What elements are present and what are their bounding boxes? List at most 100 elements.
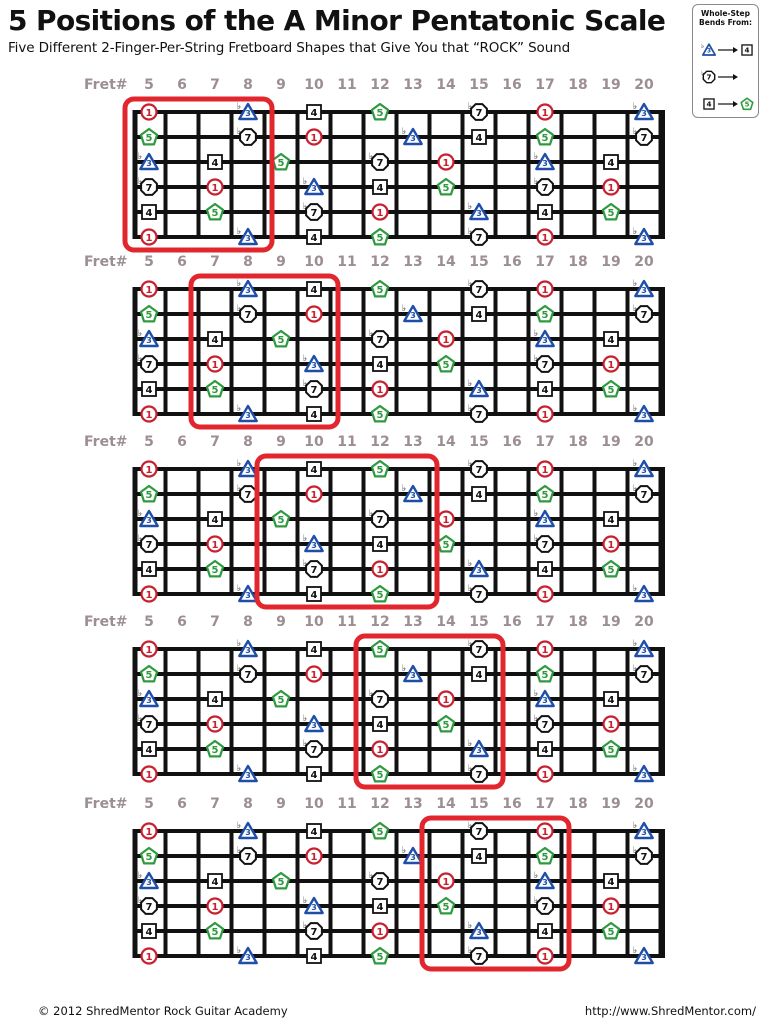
fifth-note-icon: 5 (271, 329, 291, 348)
fourth-note-icon: 4 (207, 873, 223, 889)
svg-text:3: 3 (410, 311, 416, 320)
svg-text:1: 1 (311, 852, 318, 863)
root-note-icon: 1 (206, 355, 224, 373)
root-note-icon: 1 (536, 228, 554, 246)
svg-text:3: 3 (641, 109, 647, 118)
svg-text:1: 1 (146, 770, 153, 781)
svg-text:♭: ♭ (534, 534, 538, 544)
svg-text:♭: ♭ (633, 459, 637, 469)
svg-text:♭: ♭ (633, 484, 637, 494)
svg-text:♭: ♭ (237, 459, 241, 469)
fret-number-label: 15 (469, 614, 489, 630)
fret-number-label: 18 (568, 434, 588, 450)
svg-text:♭: ♭ (633, 639, 637, 649)
svg-text:1: 1 (212, 540, 219, 551)
svg-text:4: 4 (706, 100, 711, 109)
fret-number-label: 12 (370, 434, 390, 450)
svg-text:4: 4 (476, 670, 483, 681)
svg-text:♭: ♭ (237, 764, 241, 774)
svg-text:4: 4 (311, 590, 318, 601)
fret-number-label: 14 (436, 614, 456, 630)
fifth-note-icon: 5 (370, 459, 390, 478)
minor-seventh-note-icon: 7♭ (468, 821, 488, 840)
fourth-note-icon: 4 (306, 766, 322, 782)
fifth-note-icon: 5 (271, 152, 291, 171)
fourth-note-icon: 4 (306, 586, 322, 602)
svg-text:3: 3 (476, 746, 482, 755)
arrow-head-icon (733, 74, 738, 80)
svg-text:7: 7 (542, 720, 549, 731)
svg-text:1: 1 (146, 590, 153, 601)
position-highlight-box (188, 273, 341, 430)
svg-text:4: 4 (542, 745, 549, 756)
fifth-note-icon: 5 (139, 484, 159, 503)
svg-text:♭: ♭ (633, 946, 637, 956)
minor-third-note-icon: 3♭ (633, 764, 654, 783)
fourth-note-icon: 4 (306, 104, 322, 120)
svg-text:3: 3 (542, 516, 548, 525)
fourth-note-icon: 4 (372, 898, 388, 914)
fret-number-label: 18 (568, 77, 588, 93)
svg-text:4: 4 (542, 565, 549, 576)
svg-text:5: 5 (542, 133, 549, 144)
svg-text:♭: ♭ (534, 871, 538, 881)
fret-number-label: 10 (304, 254, 324, 270)
svg-text:7: 7 (706, 73, 711, 82)
fourth-note-icon: 4 (306, 641, 322, 657)
fourth-note-icon: 4 (703, 98, 715, 110)
legend-title: Whole-Step Bends From: (693, 9, 758, 27)
minor-seventh-note-icon: 7♭ (534, 714, 554, 733)
svg-text:♭: ♭ (303, 739, 307, 749)
fret-number-label: 8 (243, 254, 253, 270)
fifth-note-icon: 5 (436, 714, 456, 733)
fret-number-label: 5 (144, 796, 154, 812)
svg-text:♭: ♭ (534, 714, 538, 724)
svg-text:7: 7 (311, 208, 318, 219)
minor-seventh-note-icon: 7♭ (369, 871, 389, 890)
fret-number-label: 8 (243, 77, 253, 93)
minor-third-note-icon: 3♭ (138, 329, 159, 348)
svg-text:4: 4 (608, 158, 615, 169)
svg-text:♭: ♭ (534, 329, 538, 339)
minor-seventh-note-icon: 7♭ (534, 354, 554, 373)
svg-text:1: 1 (377, 565, 384, 576)
svg-text:♭: ♭ (237, 584, 241, 594)
minor-third-note-icon: 3♭ (303, 534, 324, 553)
svg-text:♭: ♭ (138, 509, 142, 519)
minor-seventh-note-icon: 7♭ (468, 764, 488, 783)
fret-number-label: 7 (210, 796, 220, 812)
fret-number-label: 13 (403, 434, 423, 450)
svg-text:7: 7 (377, 695, 384, 706)
fifth-note-icon: 5 (205, 739, 225, 758)
fourth-note-icon: 4 (603, 154, 619, 170)
root-note-icon: 1 (437, 510, 455, 528)
minor-seventh-note-icon: 7♭ (303, 202, 323, 221)
svg-text:♭: ♭ (402, 127, 406, 137)
svg-text:7: 7 (146, 183, 153, 194)
fret-number-label: 5 (144, 77, 154, 93)
svg-text:7: 7 (377, 877, 384, 888)
fourth-note-icon: 4 (537, 923, 553, 939)
svg-text:1: 1 (608, 360, 615, 371)
svg-text:1: 1 (443, 158, 450, 169)
fourth-note-icon: 4 (537, 561, 553, 577)
svg-text:5: 5 (377, 465, 384, 476)
root-note-icon: 1 (140, 765, 158, 783)
minor-seventh-note-icon: 7♭ (303, 739, 323, 758)
svg-text:♭: ♭ (369, 871, 373, 881)
minor-seventh-note-icon: 7♭ (369, 152, 389, 171)
fret-number-label: 16 (502, 614, 522, 630)
svg-text:♭: ♭ (138, 177, 142, 187)
svg-text:1: 1 (311, 133, 318, 144)
fret-hash-label: Fret# (84, 77, 128, 93)
minor-seventh-note-icon: 7♭ (633, 127, 653, 146)
svg-text:3: 3 (245, 286, 251, 295)
fret-number-label: 9 (276, 77, 286, 93)
svg-text:7: 7 (542, 183, 549, 194)
svg-text:♭: ♭ (402, 846, 406, 856)
minor-third-note-icon: 3♭ (237, 946, 258, 965)
svg-text:7: 7 (641, 310, 648, 321)
footer-url[interactable]: http://www.ShredMentor.com/ (584, 1004, 756, 1018)
svg-text:1: 1 (212, 902, 219, 913)
